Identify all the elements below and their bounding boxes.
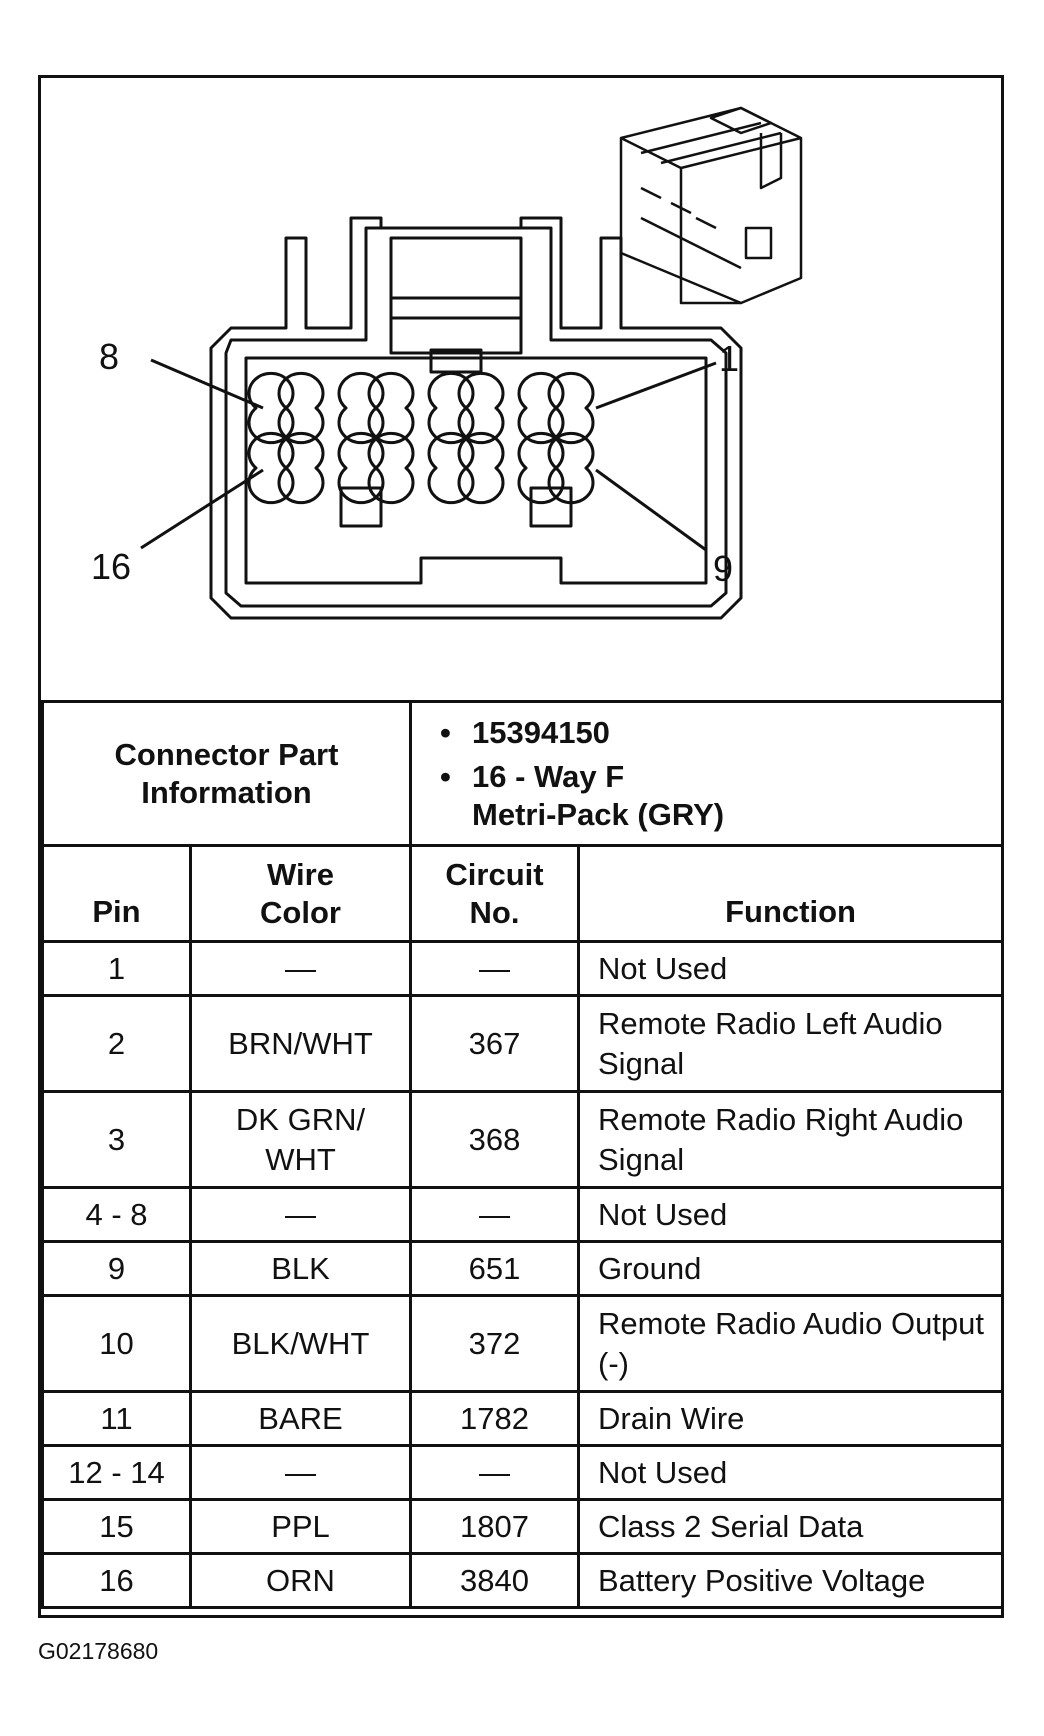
table-header-row: Pin Wire Color Circuit No. Function <box>41 844 1005 943</box>
cell-function: Remote Radio Right Audio Signal <box>576 1090 1005 1189</box>
cell-pin: 16 <box>41 1552 192 1609</box>
cell-wire-color: BLK <box>189 1240 412 1297</box>
figure-frame: 8 1 16 9 Connector Part Information •153… <box>38 75 1005 1618</box>
table-row: 1——Not Used <box>41 940 1005 997</box>
cell-pin: 1 <box>41 940 192 997</box>
pin-label-16: 16 <box>91 546 132 587</box>
cavity-row-bottom <box>247 431 595 505</box>
cell-pin: 2 <box>41 994 192 1093</box>
cell-circuit-no: — <box>409 1186 580 1243</box>
cell-function: Battery Positive Voltage <box>576 1552 1005 1609</box>
cell-circuit-no: 372 <box>409 1294 580 1393</box>
cell-pin: 3 <box>41 1090 192 1189</box>
cell-wire-color: ORN <box>189 1552 412 1609</box>
cell-wire-color: PPL <box>189 1498 412 1555</box>
cell-pin: 4 - 8 <box>41 1186 192 1243</box>
cell-wire-color: — <box>189 1444 412 1501</box>
connector-pinout-table: Connector Part Information •15394150 •16… <box>41 700 1005 1609</box>
connector-latch <box>389 236 523 355</box>
connector-part-info-label: Connector Part Information <box>41 700 412 847</box>
table-row: 4 - 8——Not Used <box>41 1186 1005 1243</box>
connector-housing-outline <box>209 216 743 620</box>
connector-diagram: 8 1 16 9 <box>41 78 1001 698</box>
cell-pin: 9 <box>41 1240 192 1297</box>
connector-isometric-sketch <box>619 106 803 305</box>
cell-circuit-no: 3840 <box>409 1552 580 1609</box>
cell-pin: 15 <box>41 1498 192 1555</box>
cell-circuit-no: 651 <box>409 1240 580 1297</box>
cell-function: Remote Radio Left Audio Signal <box>576 994 1005 1093</box>
header-function: Function <box>576 844 1005 943</box>
cell-circuit-no: — <box>409 940 580 997</box>
cell-function: Class 2 Serial Data <box>576 1498 1005 1555</box>
connector-inner-face <box>244 356 708 585</box>
callout-line-pin-8 <box>150 358 264 410</box>
cell-function: Not Used <box>576 1444 1005 1501</box>
cell-function: Not Used <box>576 1186 1005 1243</box>
cell-wire-color: BARE <box>189 1390 412 1447</box>
part-number-item: •15394150 <box>440 714 610 750</box>
cell-pin: 10 <box>41 1294 192 1393</box>
callout-line-pin-16 <box>140 468 264 550</box>
figure-id: G02178680 <box>38 1638 159 1664</box>
cell-pin: 11 <box>41 1390 192 1447</box>
cell-wire-color: — <box>189 940 412 997</box>
cell-function: Ground <box>576 1240 1005 1297</box>
cell-function: Not Used <box>576 940 1005 997</box>
cell-circuit-no: 1782 <box>409 1390 580 1447</box>
table-row: 12 - 14——Not Used <box>41 1444 1005 1501</box>
header-wire-color: Wire Color <box>189 844 412 943</box>
cell-wire-color: DK GRN/ WHT <box>189 1090 412 1189</box>
pin-label-1: 1 <box>719 338 740 379</box>
pin-label-9: 9 <box>713 548 734 589</box>
cell-function: Remote Radio Audio Output (-) <box>576 1294 1005 1393</box>
header-pin: Pin <box>41 844 192 943</box>
callout-line-pin-9 <box>595 468 707 552</box>
pin-label-8: 8 <box>99 336 120 377</box>
connector-part-info-row: Connector Part Information •15394150 •16… <box>41 700 1005 847</box>
callout-line-pin-1 <box>595 361 717 410</box>
cell-circuit-no: 367 <box>409 994 580 1093</box>
cell-pin: 12 - 14 <box>41 1444 192 1501</box>
cell-wire-color: BLK/WHT <box>189 1294 412 1393</box>
cell-function: Drain Wire <box>576 1390 1005 1447</box>
cell-circuit-no: 1807 <box>409 1498 580 1555</box>
cell-wire-color: BRN/WHT <box>189 994 412 1093</box>
cell-wire-color: — <box>189 1186 412 1243</box>
cell-circuit-no: — <box>409 1444 580 1501</box>
header-circuit-no: Circuit No. <box>409 844 580 943</box>
cell-circuit-no: 368 <box>409 1090 580 1189</box>
connector-face-drawing <box>140 106 803 620</box>
